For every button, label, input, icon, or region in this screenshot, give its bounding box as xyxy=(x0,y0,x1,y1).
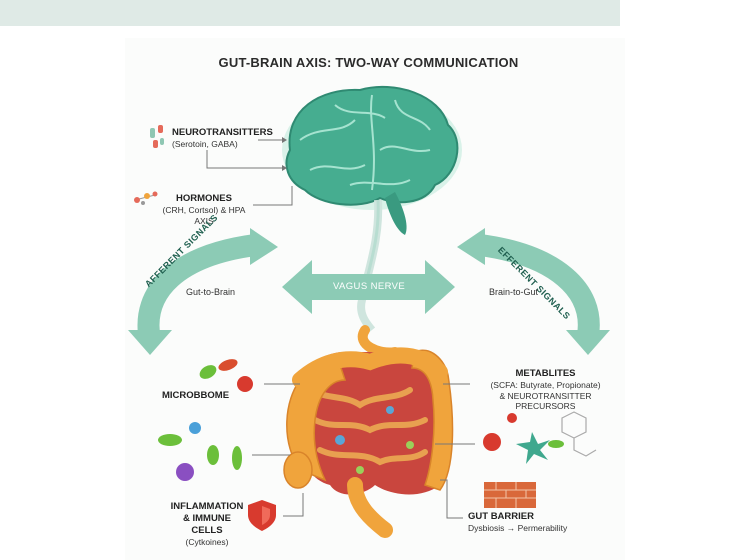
diagram-title: GUT-BRAIN AXIS: TWO-WAY COMMUNICATION xyxy=(218,55,519,70)
brain-to-gut-label: Brain-to-Gut xyxy=(489,287,539,297)
neuro-connector xyxy=(206,137,287,171)
inflammation-heading-1: INFLAMMATION xyxy=(170,501,244,512)
metabolites-icons xyxy=(483,411,597,464)
inflammation-connector xyxy=(283,493,304,517)
top-band xyxy=(0,0,620,26)
microbiome-bacteria xyxy=(158,359,253,481)
neurotransmitter-icon xyxy=(150,125,164,148)
microbiome-label: MICROBBOME xyxy=(162,390,230,401)
gut-barrier-heading: GUT BARRIER xyxy=(468,511,534,522)
brick-wall-icon xyxy=(484,482,536,508)
gut-barrier-label: GUT BARRIER Dysbiosis → Permerability xyxy=(468,511,567,534)
gut-illustration xyxy=(283,325,454,538)
metabolites-detail-1: (SCFA: Butyrate, Propionate) xyxy=(490,379,601,390)
metabolites-label: METABLITES (SCFA: Butyrate, Propionate) … xyxy=(473,368,618,412)
hormones-label: HORMONES (CRH, Cortsol) & HPA AXIS xyxy=(155,193,253,226)
gut-to-brain-label: Gut-to-Brain xyxy=(186,287,236,297)
barrier-connector xyxy=(440,479,463,519)
afferent-arrow xyxy=(128,228,278,355)
metabolites-heading: METABLITES xyxy=(515,368,576,379)
neurotransmitters-detail: (Serotoin, GABA) xyxy=(172,138,238,149)
metabolites-detail-2: & NEUROTRANSITTER PRECURSORS xyxy=(499,390,592,412)
inflammation-heading-2: & IMMUNE CELLS xyxy=(182,512,232,536)
inflammation-label: INFLAMMATION & IMMUNE CELLS (Cytkoines) xyxy=(168,501,246,547)
inflammation-detail: (Cytkoines) xyxy=(185,536,229,547)
brain-illustration xyxy=(282,85,462,333)
hormones-detail: (CRH, Cortsol) & HPA AXIS xyxy=(162,204,246,226)
vagus-nerve-label: VAGUS NERVE xyxy=(333,281,406,292)
hormones-heading: HORMONES xyxy=(176,193,232,204)
hormones-connector xyxy=(253,186,293,206)
vagus-nerve-arrow xyxy=(282,260,455,314)
hormone-icon xyxy=(134,191,158,205)
neurotransmitters-heading: NEUROTRANSITTERS xyxy=(172,127,273,138)
neurotransmitters-label: NEUROTRANSITTERS (Serotoin, GABA) xyxy=(172,127,273,150)
gut-barrier-detail: Dysbiosis → Permerability xyxy=(468,522,568,533)
shield-icon xyxy=(248,500,276,531)
efferent-arrow xyxy=(457,228,610,355)
